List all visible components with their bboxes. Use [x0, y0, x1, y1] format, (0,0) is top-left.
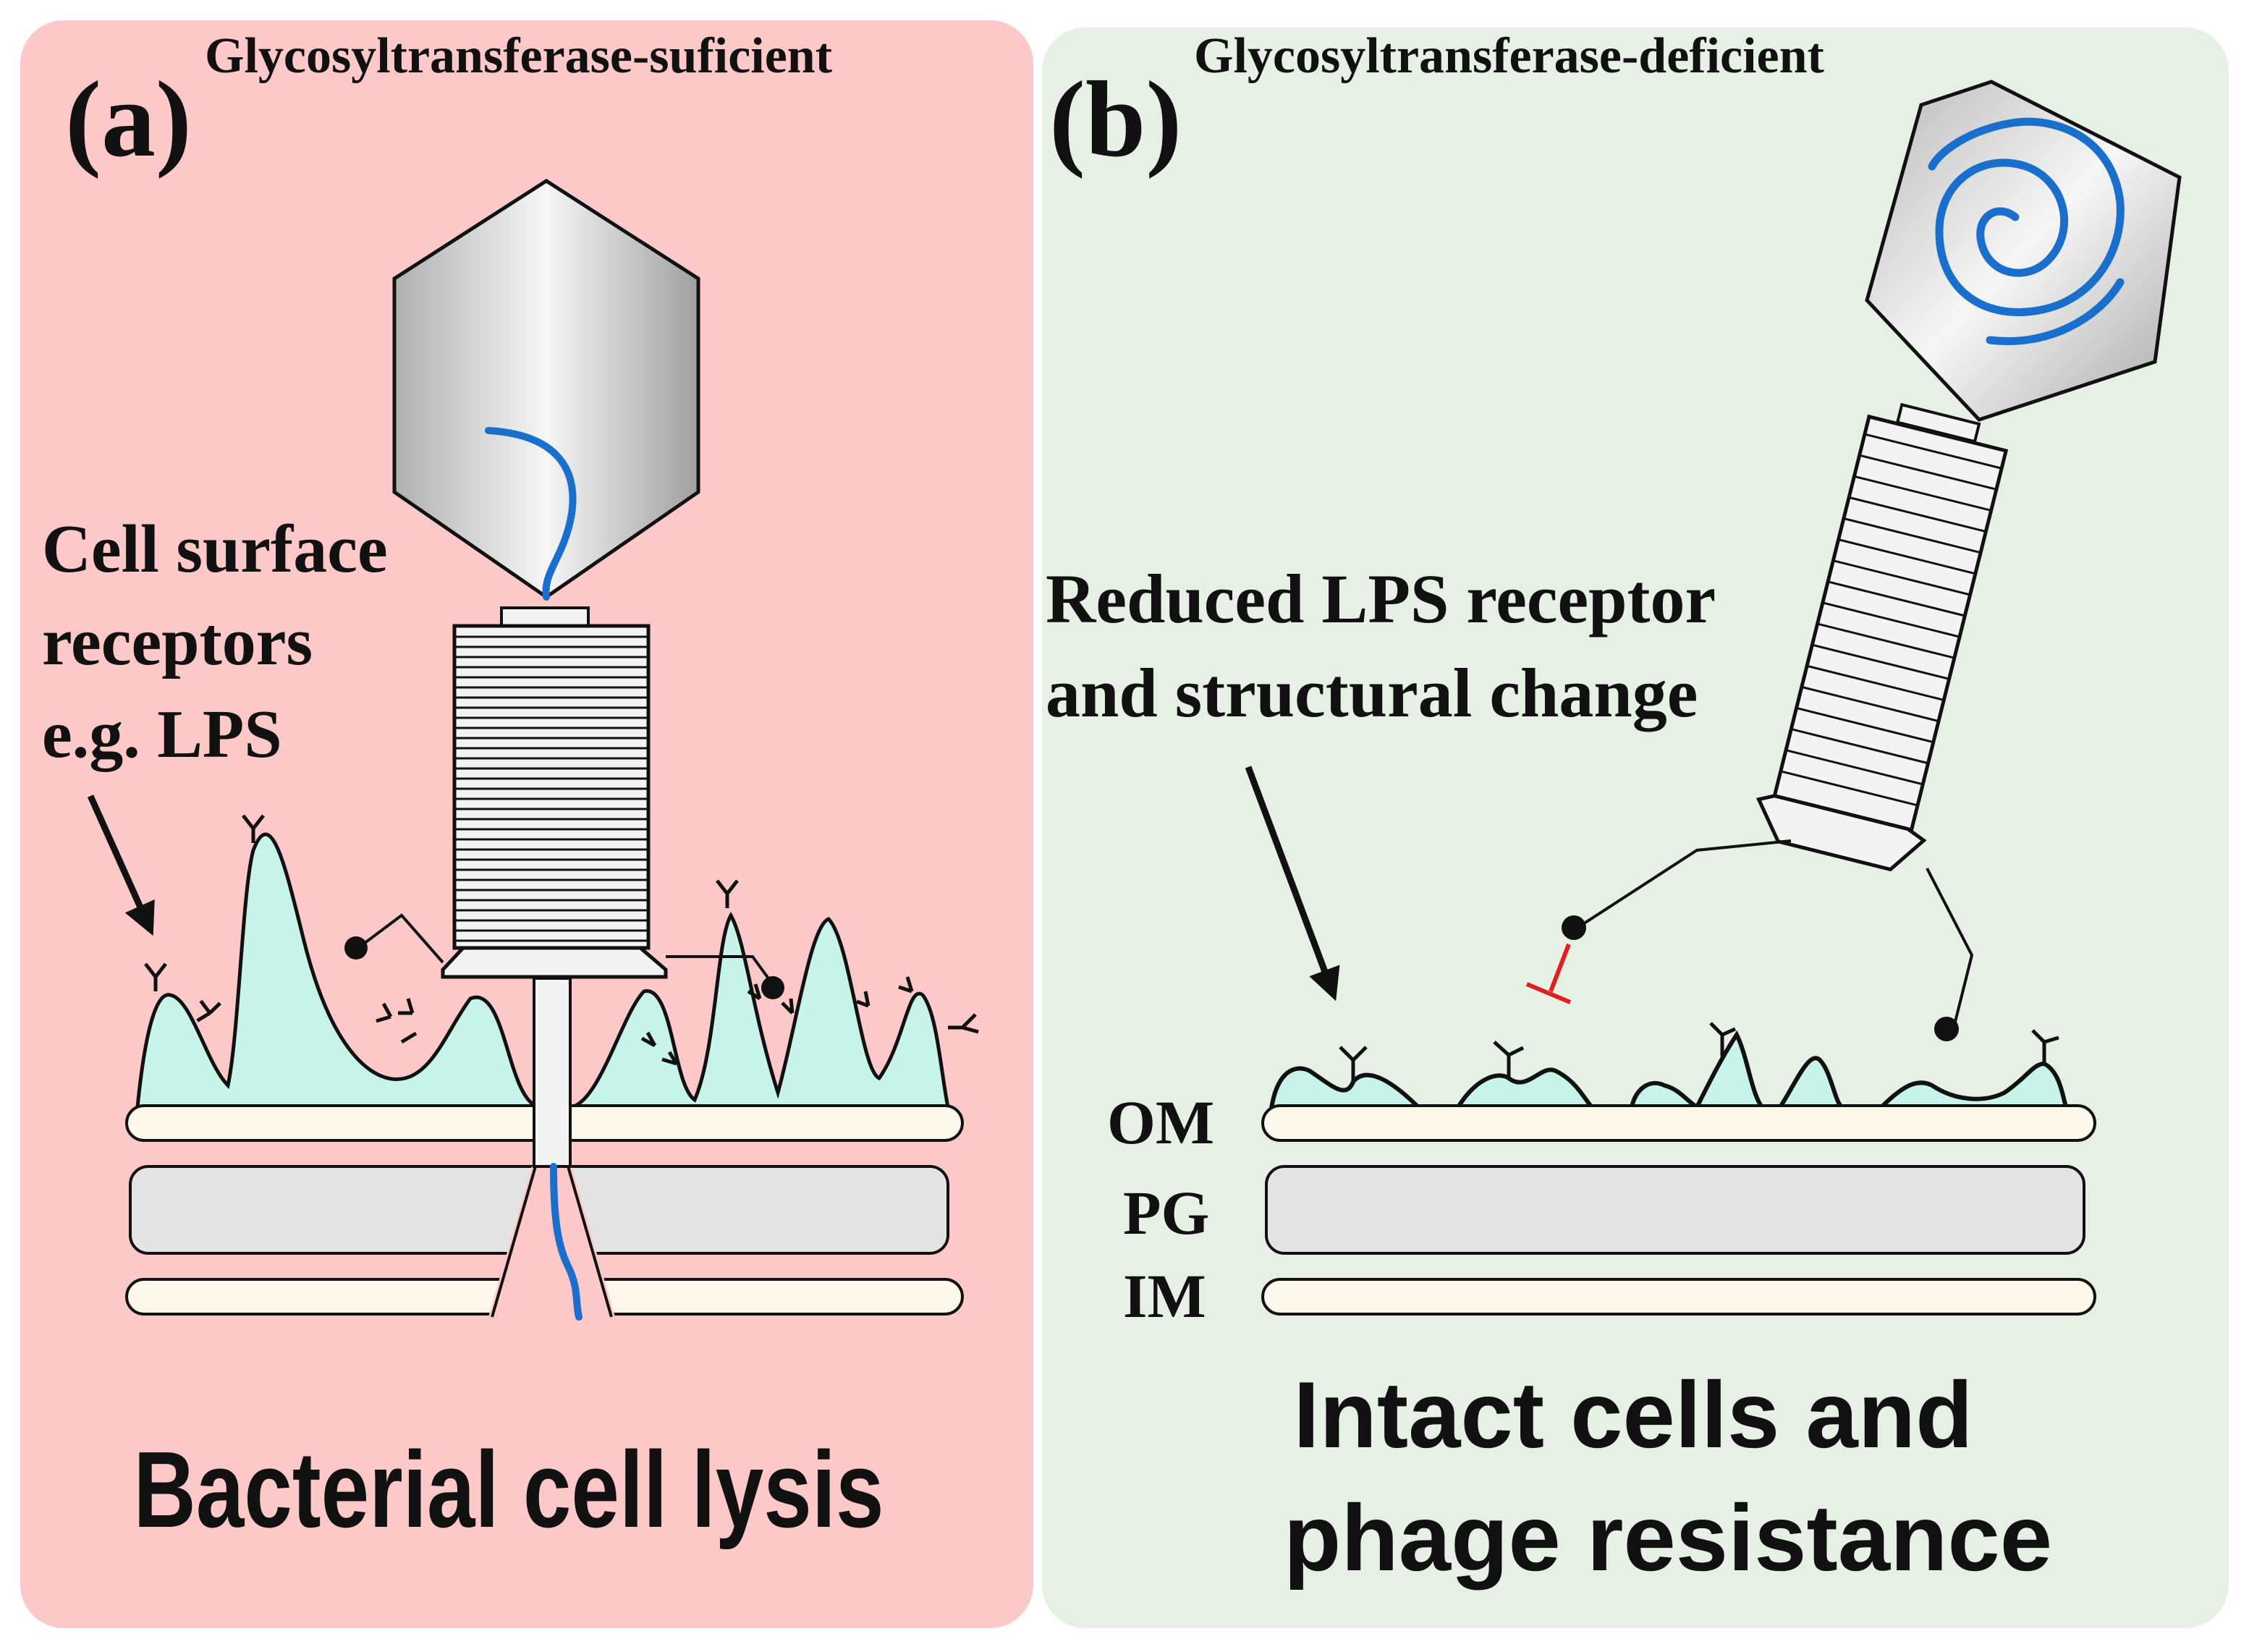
panel-b-caption-line-1: Intact cells and [1293, 1362, 1973, 1467]
phage-a-injected-dna [550, 1163, 583, 1321]
outer-membrane-b [1261, 1104, 2096, 1142]
phage-b-dna-spiral [1928, 117, 2125, 345]
tail-fiber-tip-icon [1934, 1017, 1959, 1041]
phage-a-baseplate [441, 946, 668, 979]
membrane-pore [488, 1166, 615, 1317]
panel-a: (a) Glycosyltransferase-suficient [20, 20, 1033, 1628]
panel-a-title: Glycosyltransferase-suficient [205, 28, 832, 84]
panel-a-callout-line-1: Cell surface [42, 512, 388, 587]
panel-b-caption-line-2: phage resistance [1284, 1485, 2052, 1590]
tail-fiber-tip-icon [344, 936, 368, 960]
phage-b-tail-fibers [1576, 839, 1974, 1028]
panel-b-callout-line-2: and structural change [1046, 654, 1698, 732]
phage-b-capsid [1865, 80, 2182, 422]
phage-a [344, 179, 784, 1321]
panel-a-label: (a) [65, 59, 192, 179]
phage-a-tail-tube [533, 977, 572, 1168]
layer-label-om: OM [1107, 1088, 1214, 1157]
panel-a-callout-line-3: e.g. LPS [42, 697, 282, 772]
panel-b-title: Glycosyltransferase-deficient [1194, 28, 1824, 84]
panel-b-label: (b) [1049, 59, 1182, 179]
phage-a-dna [485, 427, 577, 601]
panel-a-callout-line-2: receptors [42, 604, 313, 679]
panel-b-callout: Reduced LPS receptor and structural chan… [1046, 560, 1732, 732]
reduced-receptor-icons [1339, 1022, 2059, 1082]
peptidoglycan-b [1265, 1165, 2085, 1255]
phage-b-tail-sheath [1772, 414, 2009, 832]
panel-b-callout-line-1: Reduced LPS receptor [1046, 560, 1714, 637]
panel-a-callout: Cell surface receptors e.g. LPS [42, 512, 405, 772]
reduced-lps-layer [1271, 1035, 2066, 1109]
inner-membrane-b [1261, 1278, 2096, 1316]
lps-receptor-icons [144, 814, 979, 1066]
panel-b-callout-arrow [1245, 766, 1340, 1001]
phage-a-collar [500, 606, 590, 627]
panel-b-caption: Intact cells and phage resistance [1284, 1362, 2052, 1590]
phage-a-tail-sheath [452, 624, 651, 950]
blocked-binding-icon [1525, 943, 1572, 1004]
panel-a-caption: Bacterial cell lysis [133, 1428, 884, 1550]
reduced-lps-outline [1269, 1030, 2068, 1111]
panel-b: (b) Glycosyltransferase-deficient [1042, 27, 2229, 1628]
panel-a-callout-arrow [87, 795, 155, 936]
phage-b [1525, 80, 2182, 1041]
lps-layer [135, 832, 951, 1109]
layer-label-im: IM [1123, 1261, 1206, 1331]
tail-fiber-tip-icon [1562, 915, 1586, 940]
layer-label-pg: PG [1123, 1178, 1209, 1248]
tail-fiber-tip-icon [761, 976, 784, 999]
